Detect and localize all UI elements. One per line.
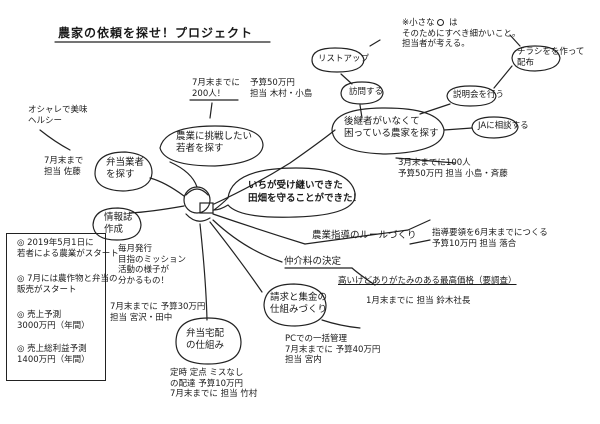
briefing-node-outline [446, 85, 497, 107]
list-up-node-outline [311, 47, 365, 73]
branch-line-billing [209, 221, 263, 293]
delivery-label: 弁当宅配 の仕組み [186, 328, 225, 351]
branch-line-bento-vendor [149, 177, 185, 197]
page-title: 農家の依頼を探せ！プロジェクト [58, 26, 254, 40]
flyer-node-outline [511, 45, 561, 72]
newsletter-detail: 毎月発行 目指のミッション 活動の様子が 分かるもの！ [118, 244, 187, 286]
goal-item-sales-start: ◎ 7月には農作物と弁当の 販売がスタート [17, 274, 118, 296]
center-thought-bubble [212, 167, 356, 218]
bento-vendor-node-outline [94, 151, 153, 192]
branch-line-farmers [213, 129, 336, 205]
newsletter-label: 情報誌 作成 [104, 212, 133, 235]
legend-note: ※小さな は そのためにすべき細かいこと。 担当者が考える。 [402, 18, 521, 50]
branch-line-delivery [199, 223, 208, 321]
visit-node-outline [340, 81, 384, 105]
farmers-detail: 3月末までに100人 予算50万円 担当 小島・斉藤 [398, 158, 508, 179]
rules-detail: 指導要領を6月末までにつくる 予算10万円 担当 落合 [432, 228, 548, 249]
person-figure-icon [183, 186, 214, 222]
ja-label: JAに相談する [478, 121, 529, 131]
goal-item-sales-forecast: ◎ 売上予測 3000万円（年間） [17, 310, 90, 332]
billing-detail: PCでの一括管理 7月末までに 予算40万円 担当 宮内 [285, 334, 381, 366]
center-bubble-text: いちが受け継いできた 田畑を守ることができた！ [248, 180, 363, 204]
bento-vendor-deadline: 7月末まで 担当 佐藤 [44, 156, 84, 177]
billing-label: 請求と集金の 仕組みづくり [270, 292, 328, 315]
bento-vendor-label: 弁当業者 を探す [106, 157, 145, 180]
goal-item-start: ◎ 2019年5月1日に 若者による農業がスタート [17, 238, 119, 260]
young-farmers-label: 農業に挑戦したい 若者を探す [176, 131, 253, 154]
fee-label: 仲介料の決定 [284, 256, 342, 267]
young-farmers-budget: 予算50万円 担当 木村・小島 [250, 78, 313, 99]
branch-line-fee [212, 219, 283, 263]
goal-item-profit-forecast: ◎ 売上総利益予測 1400万円（年間） [17, 344, 90, 366]
farmers-label: 後継者がいなくて 困っている農家を探す [344, 116, 439, 139]
bento-vendor-detail: オシャレで美味 ヘルシー [28, 105, 88, 126]
billing-node-outline [263, 283, 327, 327]
newsletter-budget: 7月末までに 予算30万円 担当 宮沢・田中 [110, 302, 206, 323]
small-circle-icon [437, 19, 445, 26]
visit-label: 訪問する [349, 87, 384, 97]
young-farmers-node-outline [159, 125, 264, 167]
flyer-label: チラシをを作って 配布 [517, 47, 585, 68]
rules-label: 農業指導のルールづくり [312, 230, 417, 241]
list-up-label: リストアップ [318, 54, 370, 64]
ja-node-outline [471, 116, 519, 139]
goals-box: ◎ 2019年5月1日に 若者による農業がスタート ◎ 7月には農作物と弁当の … [6, 233, 119, 381]
young-farmers-deadline: 7月末までに 200人！ [192, 78, 240, 99]
branch-line-rules [212, 213, 306, 245]
delivery-node-outline [175, 317, 242, 365]
branch-line-newsletter [129, 205, 185, 214]
briefing-label: 説明会を行う [453, 90, 505, 100]
fee-detail-owner: 1月末までに 担当 鈴木社長 [366, 296, 471, 306]
delivery-detail: 定時 定点 ミスなし の配達 予算10万円 7月末までに 担当 竹村 [170, 368, 258, 400]
branch-line-young-farmers [169, 161, 198, 188]
fee-detail-price: 高いけどありがたみのある最高価格（要調査） [338, 276, 517, 286]
